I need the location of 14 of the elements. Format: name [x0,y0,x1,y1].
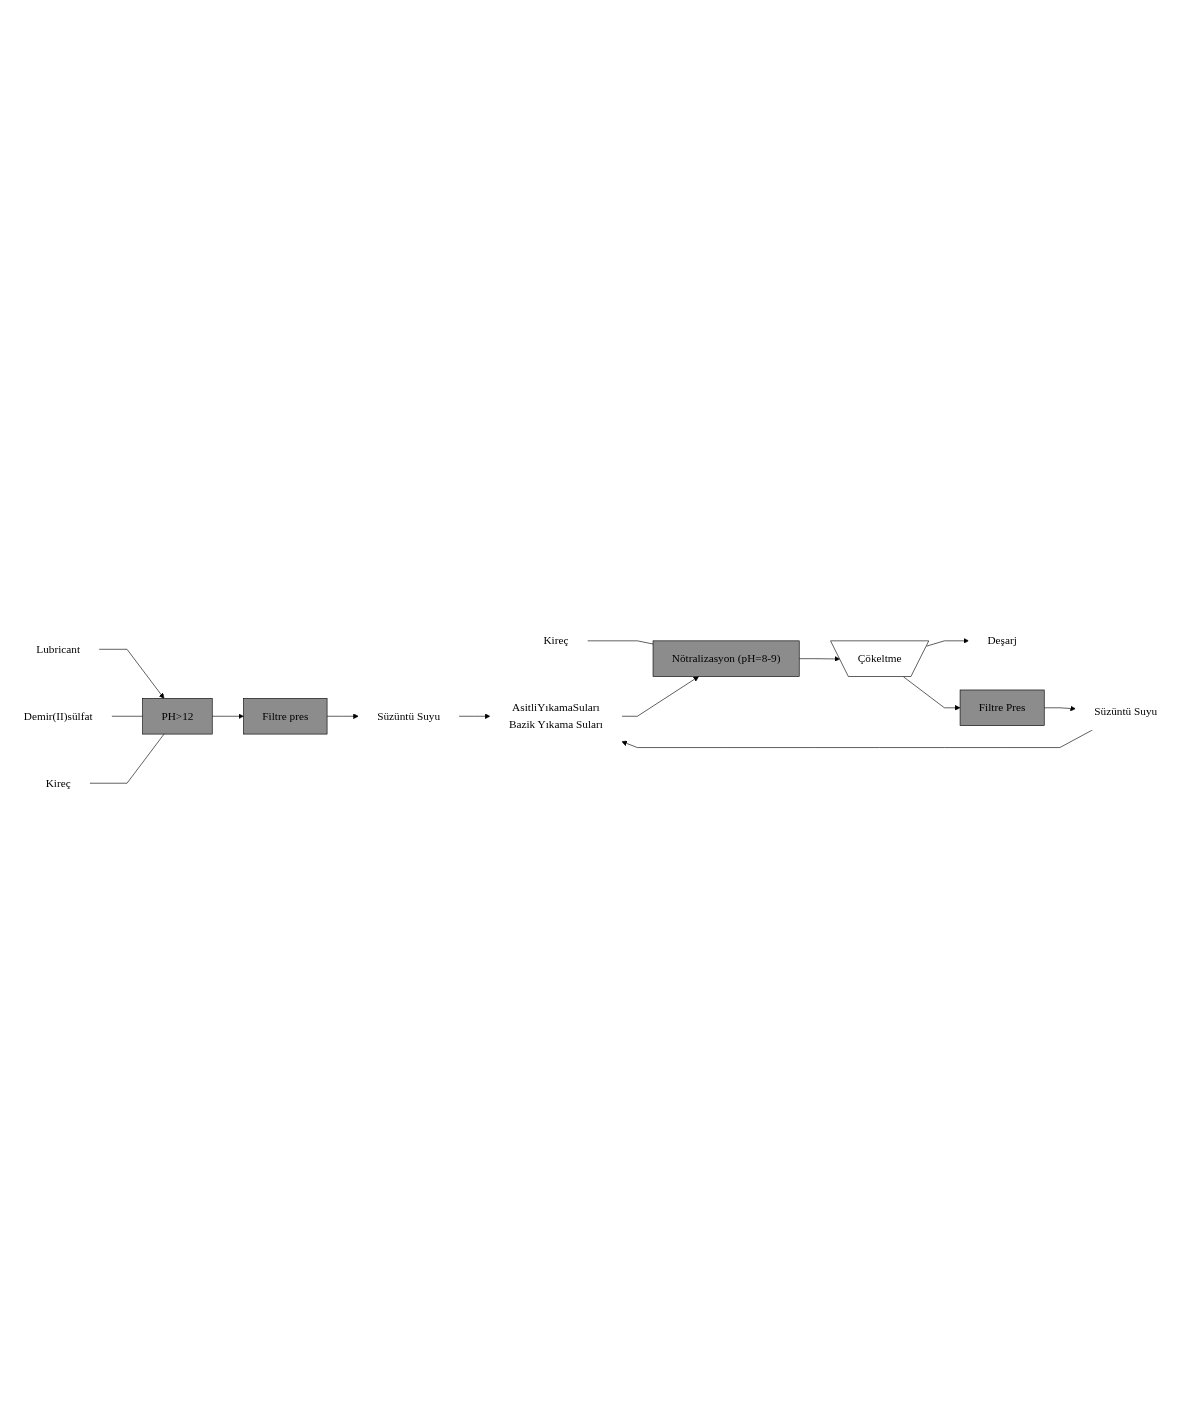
node-text: Süzüntü Suyu [1094,705,1158,718]
node-text: Kireç [543,634,569,647]
node-text: Deşarj [987,634,1017,647]
node-text: Kireç [45,776,71,790]
connector [111,715,143,717]
node-box: Nötralizasyon (pH=8-9) [652,640,800,677]
node-box: Filtre pres [243,698,328,735]
node-text: AsitliYıkamaSuları Bazik Yıkama Suları [508,701,603,731]
node-text: Lubricant [36,642,81,656]
node-text: Demir(II)sülfat [23,709,93,723]
connector [89,733,165,784]
node-box: PH>12 [142,698,213,735]
node-box: Filtre Pres [959,689,1045,726]
node-text: Süzüntü Suyu [377,709,441,723]
